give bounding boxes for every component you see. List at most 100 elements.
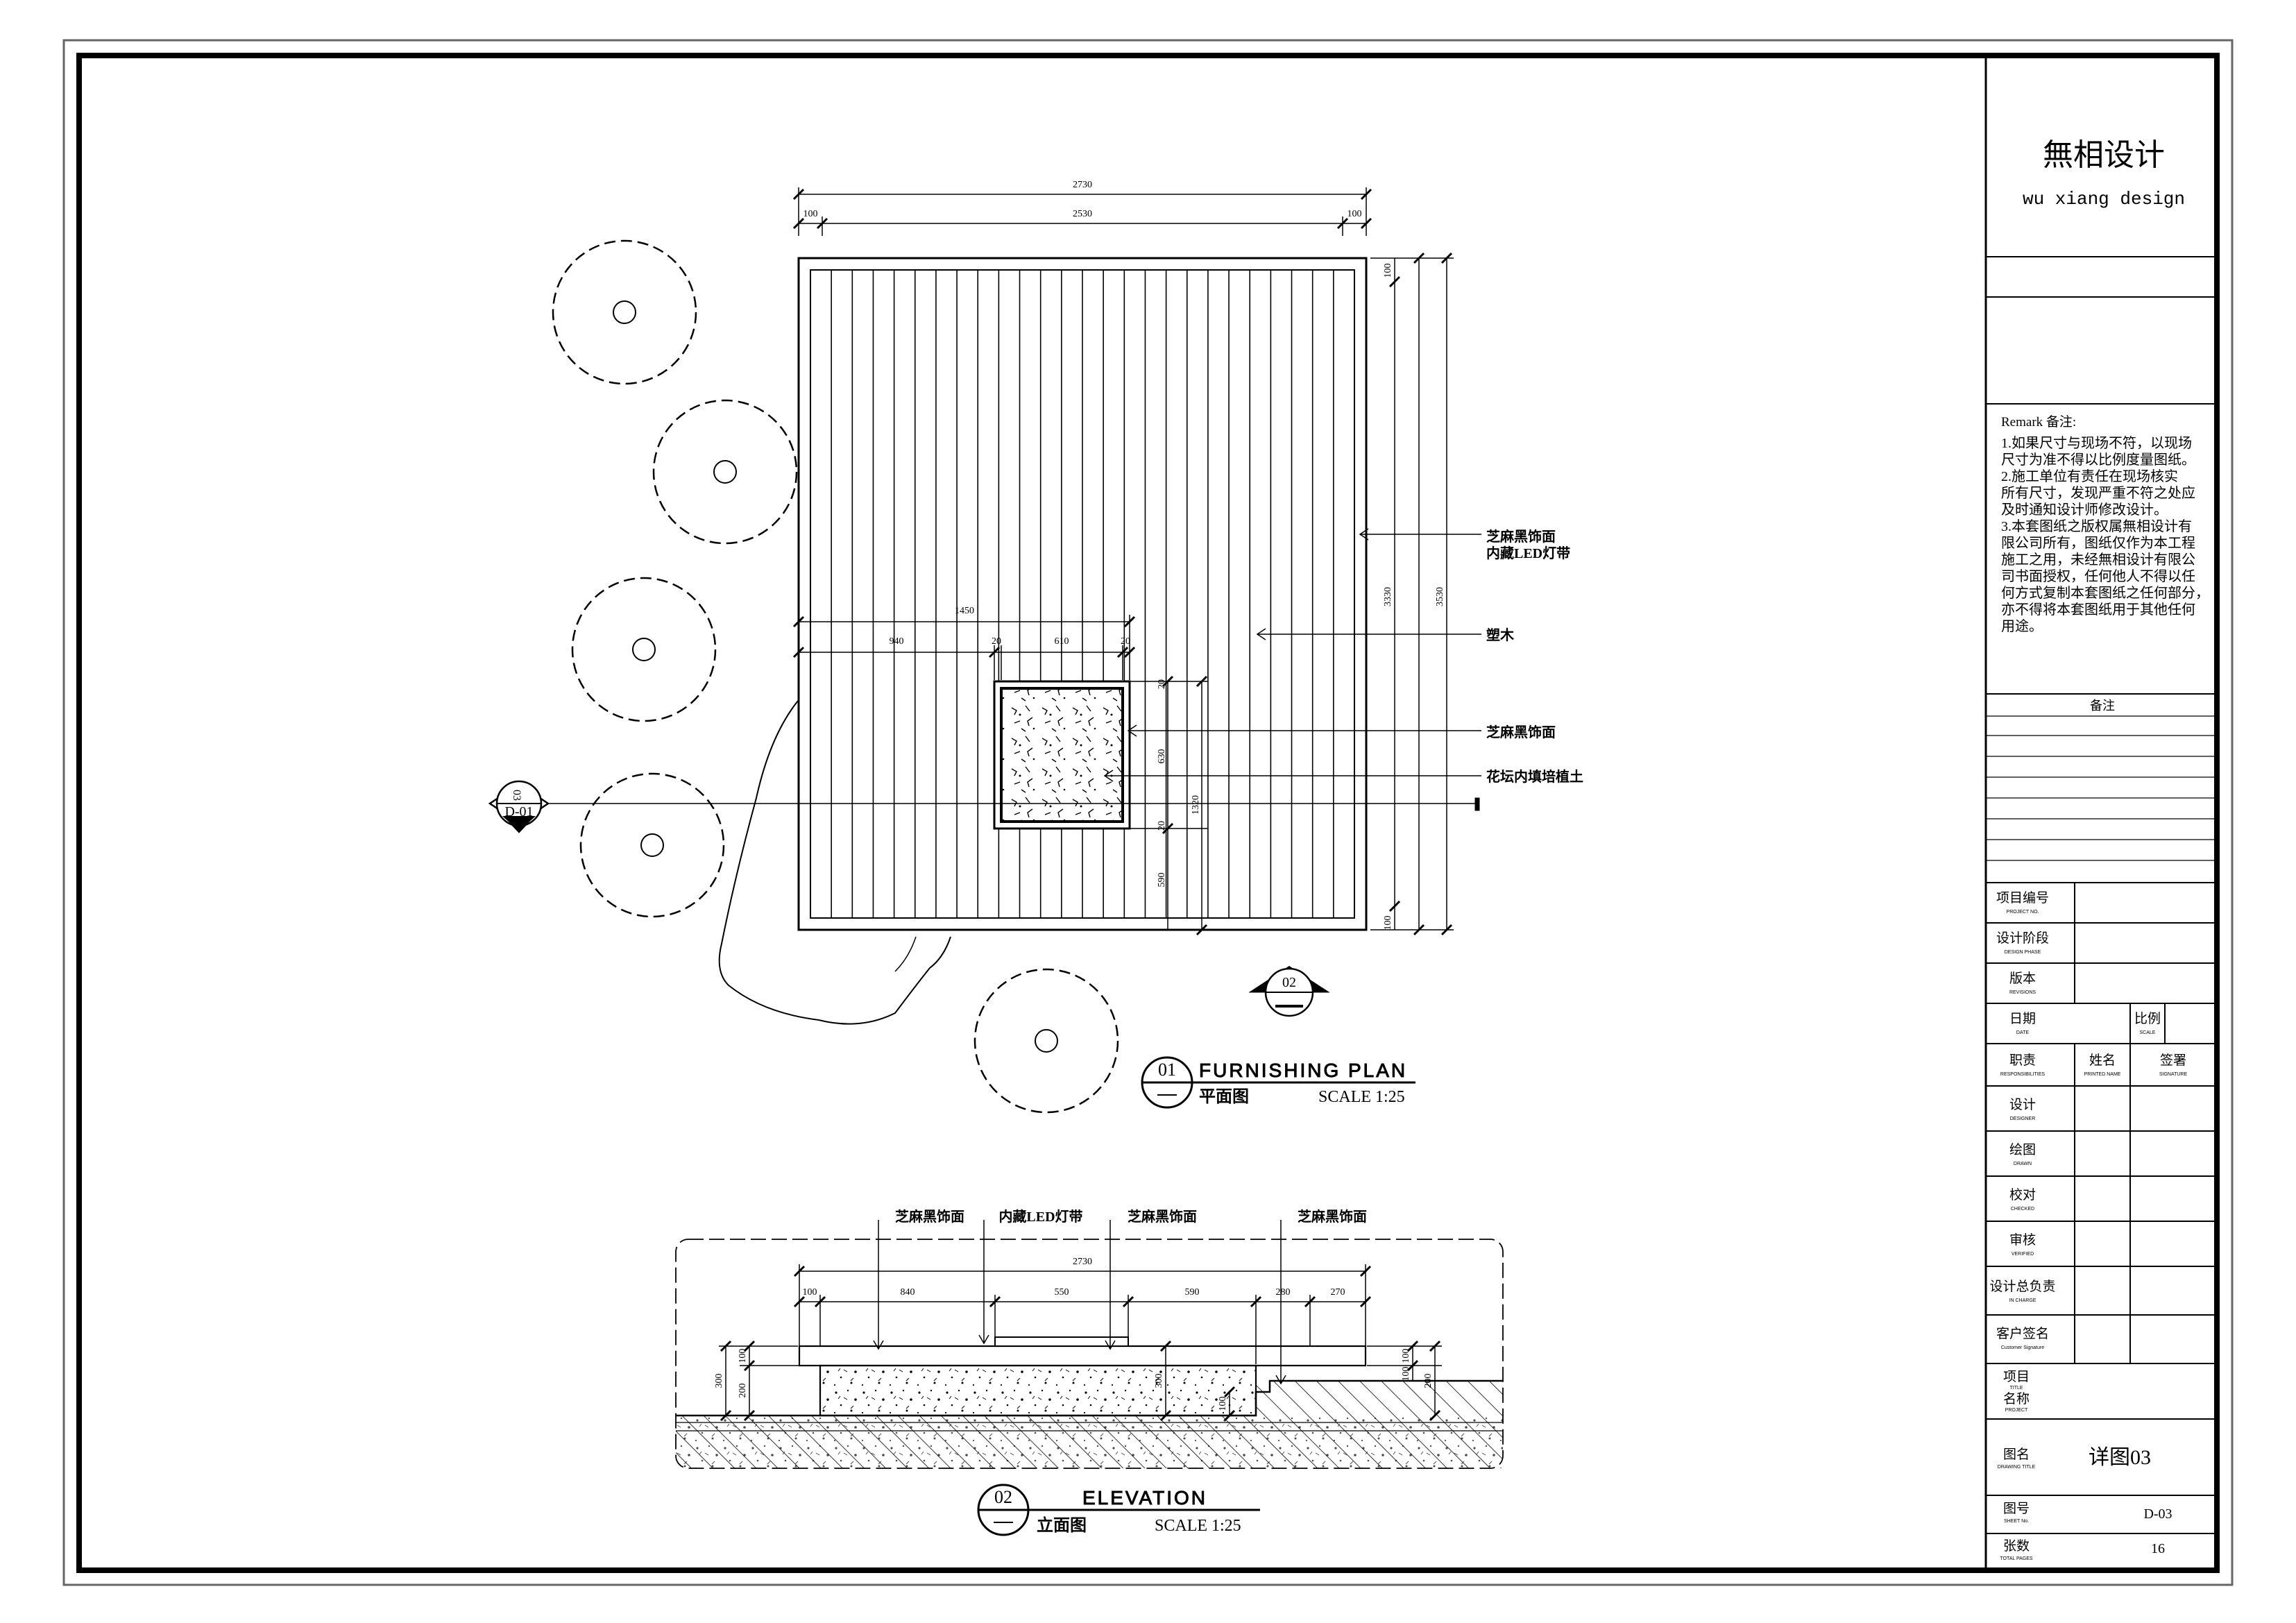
- svg-text:20: 20: [1157, 679, 1167, 689]
- svg-text:840: 840: [901, 1287, 915, 1298]
- svg-text:02: 02: [994, 1487, 1012, 1507]
- svg-text:VERIFIED: VERIFIED: [2012, 1252, 2034, 1257]
- plan-dimension-text: 2730 2530 100 100 3330 3530 100 100 1450…: [803, 180, 1446, 931]
- svg-text:PRINTED NAME: PRINTED NAME: [2084, 1072, 2121, 1077]
- plan-dimensions: [792, 187, 1454, 936]
- tb-drawn: 绘图: [2009, 1142, 2036, 1157]
- label-led: 内藏LED灯带: [1486, 545, 1570, 561]
- tb-project-no: 项目编号: [1996, 890, 2049, 906]
- svg-text:100: 100: [803, 1287, 817, 1298]
- label-finish-2: 芝麻黑饰面: [1486, 724, 1556, 740]
- boulder-outline: [718, 700, 951, 1025]
- svg-text:PROJECT NO.: PROJECT NO.: [2007, 910, 2039, 915]
- svg-text:DRAWING TITLE: DRAWING TITLE: [1998, 1465, 2036, 1470]
- svg-text:550: 550: [1055, 1287, 1069, 1298]
- svg-text:100: 100: [1347, 209, 1362, 219]
- tb-revisions: 版本: [2009, 971, 2036, 986]
- svg-text:限公司所有，图纸仅作为本工程: 限公司所有，图纸仅作为本工程: [2001, 535, 2195, 551]
- plan-title: 01 FURNISHING PLAN 平面图 SCALE 1:25: [1141, 1056, 1415, 1109]
- svg-text:CHECKED: CHECKED: [2011, 1207, 2034, 1212]
- firm-name-en: wu xiang design: [2023, 189, 2185, 210]
- svg-text:SCALE 1:25: SCALE 1:25: [1318, 1088, 1405, 1106]
- elevation-dimension-text: 2730 100 840 550 590 280 270 300 100 200…: [714, 1257, 1434, 1411]
- svg-text:200: 200: [738, 1384, 748, 1398]
- svg-text:200: 200: [1423, 1374, 1434, 1388]
- svg-text:施工之用，未经無相设计有限公: 施工之用，未经無相设计有限公: [2001, 552, 2195, 568]
- svg-text:610: 610: [1055, 636, 1069, 647]
- remark-heading: Remark 备注:: [2001, 414, 2076, 430]
- svg-text:2530: 2530: [1073, 209, 1092, 219]
- svg-text:尺寸为准不得以比例度量图纸。: 尺寸为准不得以比例度量图纸。: [2001, 452, 2195, 468]
- plan-labels: 芝麻黑饰面 内藏LED灯带 塑木 芝麻黑饰面 花坛内填培植土: [1486, 528, 1583, 785]
- svg-text:300: 300: [714, 1374, 724, 1388]
- svg-text:1450: 1450: [955, 606, 974, 616]
- svg-text:940: 940: [890, 636, 904, 647]
- section-mark-ref: D-01: [504, 804, 533, 819]
- label-finish: 芝麻黑饰面: [1486, 528, 1556, 545]
- svg-text:20: 20: [1157, 821, 1167, 831]
- plan-leaders: [1103, 528, 1481, 782]
- svg-text:亦不得将本套图纸用于其他任何: 亦不得将本套图纸用于其他任何: [2001, 602, 2195, 618]
- elevation-title: 02 ELEVATION 立面图 SCALE 1:25: [977, 1484, 1260, 1536]
- svg-text:RESPONSIBILITIES: RESPONSIBILITIES: [2000, 1072, 2046, 1077]
- tb-drawing-title-value: 详图03: [2089, 1446, 2151, 1469]
- tb-scale: 比例: [2134, 1011, 2161, 1026]
- title-block: 無相设计 wu xiang design Remark 备注: 1.如果尺寸与现…: [1984, 56, 2217, 1570]
- section-cut: [488, 780, 1480, 833]
- elevation-section: [676, 1336, 1503, 1468]
- svg-text:1320: 1320: [1191, 795, 1201, 815]
- svg-text:内藏LED灯带: 内藏LED灯带: [998, 1208, 1082, 1225]
- svg-text:司书面授权，任何他人不得以任: 司书面授权，任何他人不得以任: [2001, 568, 2195, 584]
- svg-text:用途。: 用途。: [2001, 618, 2043, 634]
- plan-deck: [797, 257, 1368, 931]
- svg-text:20: 20: [1121, 636, 1130, 647]
- svg-text:DESIGNER: DESIGNER: [2010, 1116, 2036, 1121]
- elevation-mark-num: 02: [1282, 975, 1296, 990]
- tb-customer: 客户签名: [1996, 1326, 2049, 1341]
- svg-text:名称: 名称: [2003, 1391, 2030, 1407]
- tb-responsibilities: 职责: [2009, 1053, 2036, 1068]
- svg-text:3.本套图纸之版权属無相设计有: 3.本套图纸之版权属無相设计有: [2001, 518, 2192, 534]
- svg-text:100: 100: [1383, 916, 1393, 931]
- svg-text:2730: 2730: [1073, 180, 1092, 190]
- svg-text:TOTAL PAGES: TOTAL PAGES: [2000, 1556, 2033, 1561]
- tb-project-title: 项目: [2003, 1370, 2030, 1384]
- tb-checked: 校对: [2009, 1187, 2036, 1203]
- tb-design-phase: 设计阶段: [1996, 931, 2049, 946]
- svg-text:REVISIONS: REVISIONS: [2009, 990, 2036, 995]
- svg-text:SCALE: SCALE: [2140, 1030, 2156, 1035]
- svg-text:TITLE: TITLE: [2009, 1386, 2023, 1391]
- outer-border: [62, 39, 2234, 1586]
- label-soil: 花坛内填培植土: [1486, 768, 1583, 785]
- tb-sheet-no: 图号: [2003, 1502, 2030, 1516]
- plan-trees: [552, 239, 1119, 1114]
- svg-text:芝麻黑饰面: 芝麻黑饰面: [1128, 1208, 1197, 1225]
- tb-drawing-title: 图名: [2003, 1447, 2030, 1462]
- tb-sheet-no-value: D-03: [2143, 1506, 2172, 1522]
- remark-lines: 1.如果尺寸与现场不符，以现场 尺寸为准不得以比例度量图纸。 2.施工单位有责任…: [2001, 435, 2209, 634]
- svg-text:2.施工单位有责任在现场核实: 2.施工单位有责任在现场核实: [2001, 468, 2178, 484]
- svg-text:SHEET No.: SHEET No.: [2004, 1519, 2029, 1524]
- svg-text:2730: 2730: [1073, 1257, 1092, 1267]
- elevation-mark: [1249, 966, 1329, 1017]
- notes-label: 备注: [2090, 699, 2115, 713]
- svg-text:1.如果尺寸与现场不符，以现场: 1.如果尺寸与现场不符，以现场: [2001, 435, 2192, 451]
- svg-text:立面图: 立面图: [1037, 1515, 1087, 1535]
- svg-text:300: 300: [1154, 1374, 1164, 1388]
- svg-text:280: 280: [1276, 1287, 1291, 1298]
- svg-text:SIGNATURE: SIGNATURE: [2159, 1072, 2188, 1077]
- svg-text:DRAWN: DRAWN: [2014, 1162, 2032, 1166]
- tb-total-pages: 张数: [2003, 1538, 2030, 1554]
- svg-text:270: 270: [1331, 1287, 1345, 1298]
- svg-text:100: 100: [1401, 1349, 1411, 1363]
- inner-border: [76, 53, 2220, 1573]
- svg-text:100: 100: [738, 1349, 748, 1363]
- label-wood: 塑木: [1486, 627, 1515, 643]
- elevation-labels: 芝麻黑饰面 内藏LED灯带 芝麻黑饰面 芝麻黑饰面: [895, 1208, 1367, 1225]
- tb-signature: 签署: [2160, 1053, 2186, 1068]
- section-mark-num: 03: [511, 790, 522, 801]
- elevation-dimensions: [719, 1264, 1442, 1422]
- svg-text:芝麻黑饰面: 芝麻黑饰面: [1298, 1208, 1367, 1225]
- svg-text:ELEVATION: ELEVATION: [1082, 1487, 1207, 1509]
